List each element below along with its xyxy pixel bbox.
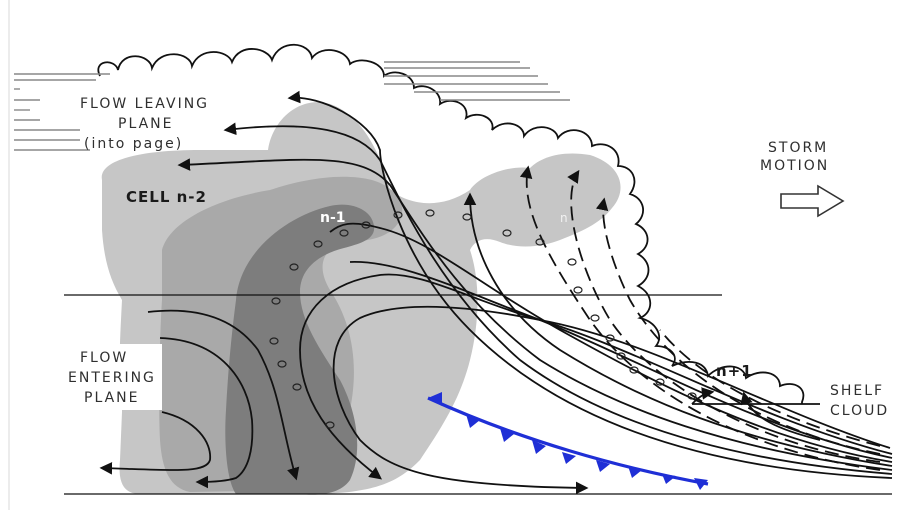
svg-text:ENTERING: ENTERING bbox=[68, 370, 156, 386]
updraft-particles bbox=[269, 209, 697, 429]
svg-text:FLOW: FLOW bbox=[80, 350, 128, 366]
cell-n-label: n bbox=[560, 211, 568, 225]
storm-motion-label: STORM MOTION bbox=[760, 140, 829, 174]
svg-text:MOTION: MOTION bbox=[760, 158, 829, 174]
svg-text:SHELF: SHELF bbox=[830, 383, 884, 399]
outflow-hatch-right bbox=[384, 61, 570, 101]
svg-text:(into page): (into page) bbox=[84, 136, 183, 152]
svg-text:FLOW LEAVING: FLOW LEAVING bbox=[80, 96, 209, 112]
svg-text:PLANE: PLANE bbox=[84, 390, 139, 406]
flow-leaving-label: FLOW LEAVING PLANE (into page) bbox=[80, 96, 209, 152]
label-backdrop-entering bbox=[64, 344, 162, 410]
cell-n-minus-2-label: CELL n-2 bbox=[126, 188, 207, 206]
cell-n-minus-1-label: n-1 bbox=[320, 210, 346, 226]
flow-entering-label: FLOW ENTERING PLANE bbox=[68, 350, 156, 406]
outflow-hatch-left bbox=[14, 73, 110, 151]
gust-front bbox=[427, 392, 709, 490]
svg-text:PLANE: PLANE bbox=[118, 116, 173, 132]
dashed-streamlines bbox=[519, 165, 881, 471]
cell-n-plus-1-label: n+1 bbox=[716, 362, 753, 380]
svg-text:STORM: STORM bbox=[768, 140, 828, 156]
shelf-cloud-label: SHELF CLOUD bbox=[830, 383, 889, 419]
solid-streamlines bbox=[99, 90, 893, 495]
storm-motion-arrow-icon bbox=[780, 184, 845, 218]
svg-text:CLOUD: CLOUD bbox=[830, 403, 889, 419]
